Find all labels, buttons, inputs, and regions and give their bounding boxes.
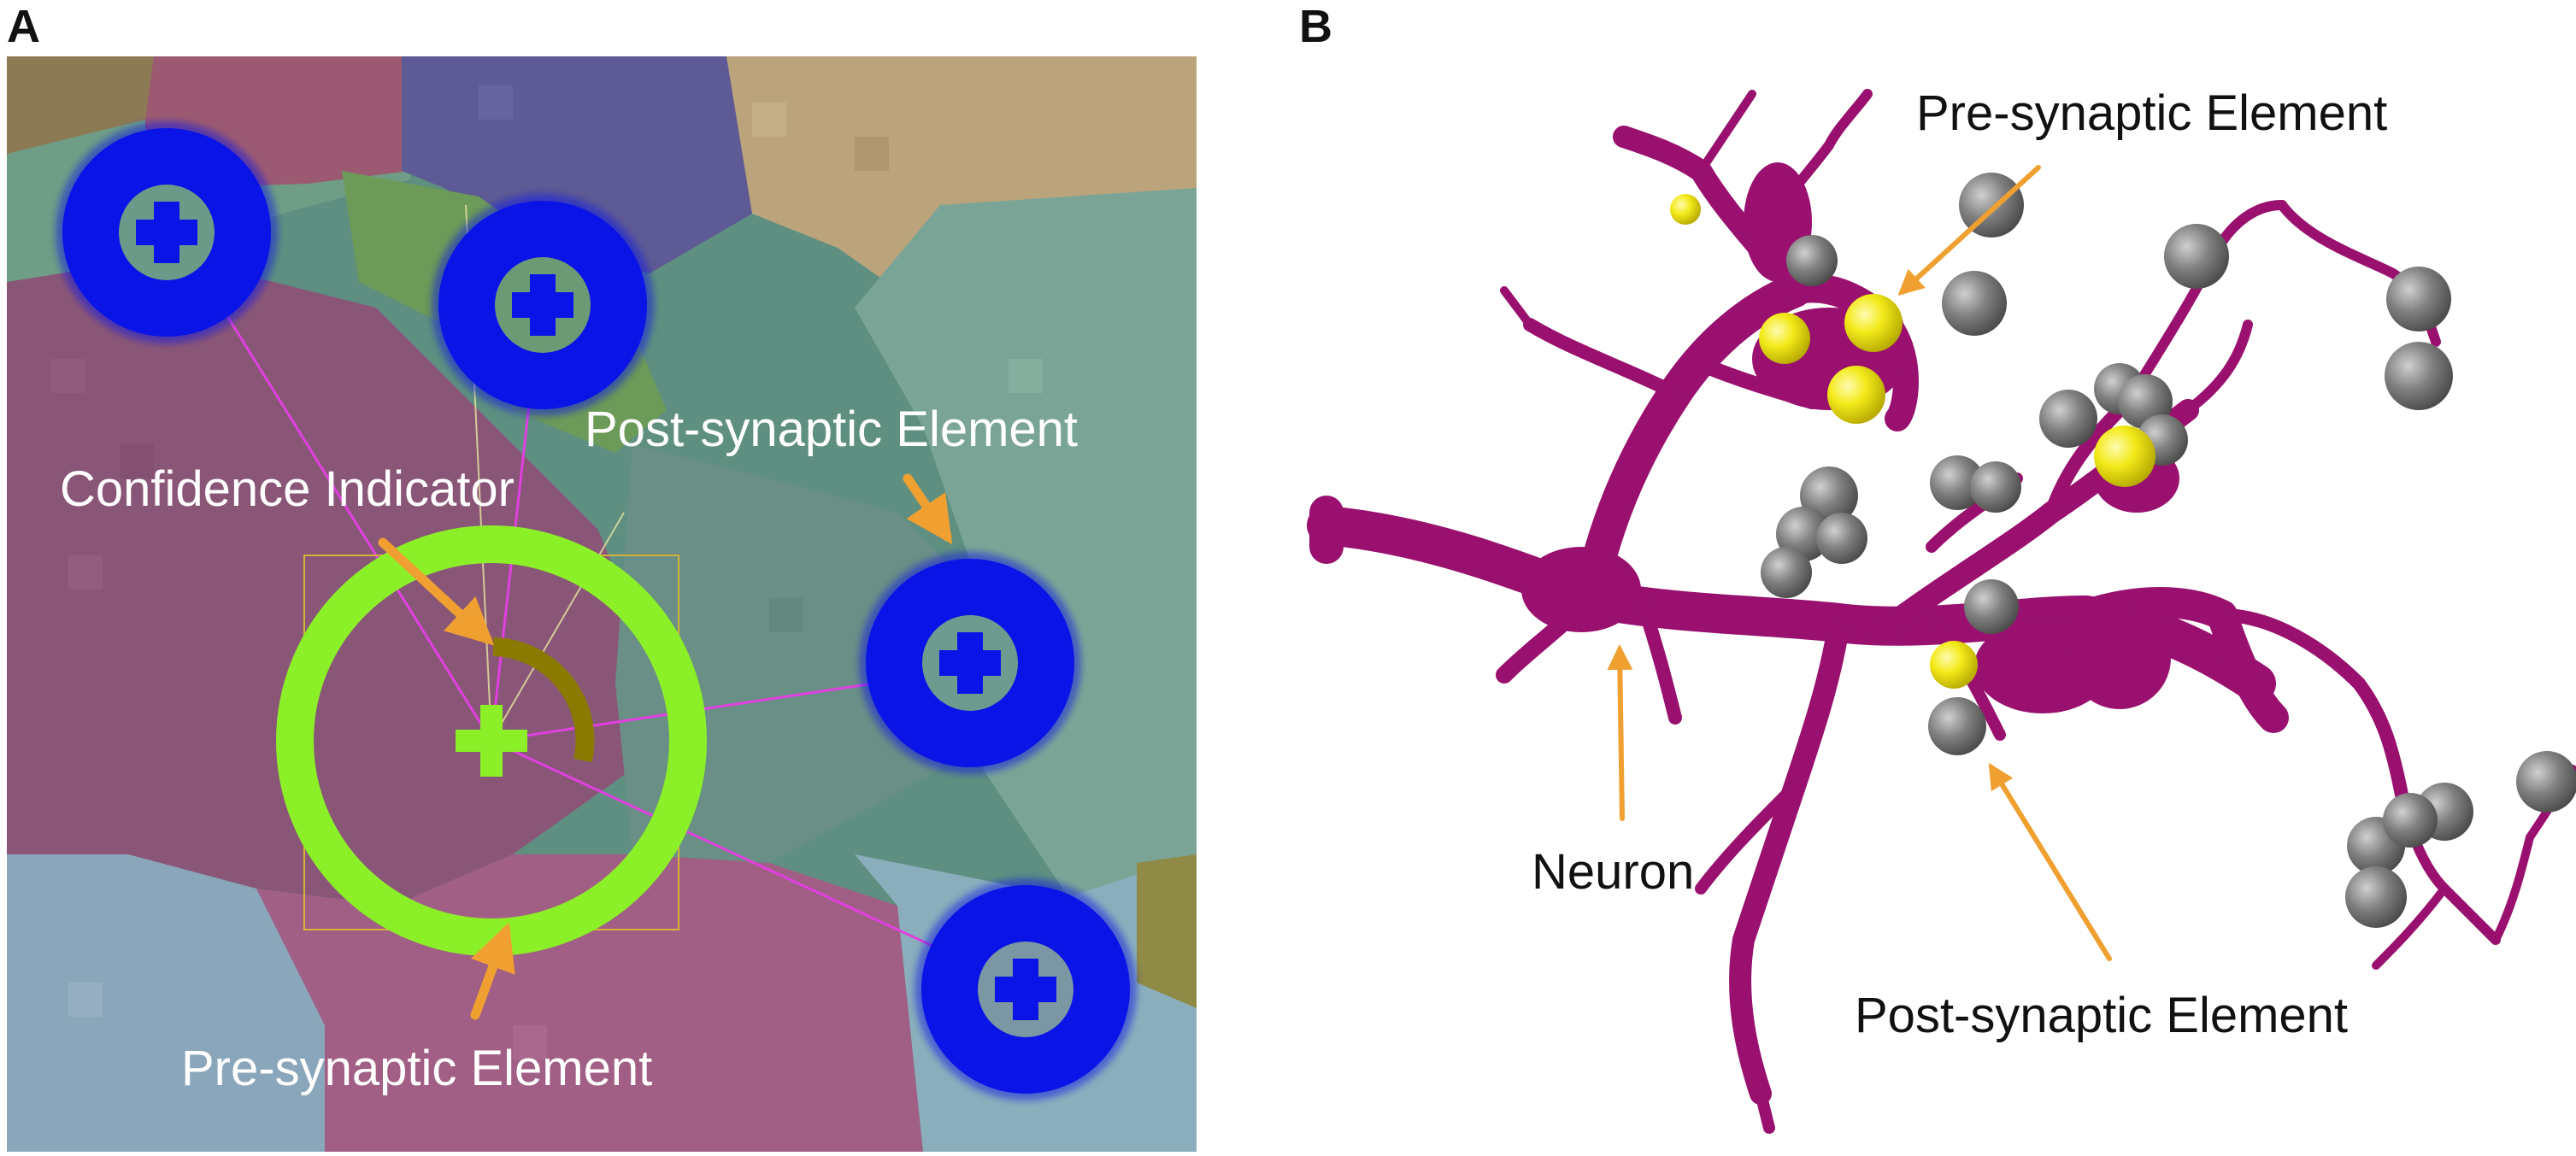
panel-a-annotation-arrows — [378, 473, 953, 1020]
post-synaptic-arrow-b — [1988, 762, 2112, 961]
post-synaptic-markers — [56, 121, 1137, 1100]
plus-icon — [136, 202, 197, 263]
post-synaptic-marker-2[interactable] — [432, 194, 654, 416]
panel-a-segmentation-view: Confidence Indicator Post-synaptic Eleme… — [7, 56, 1197, 1152]
neuron-arrow — [1607, 644, 1633, 821]
confidence-indicator-label: Confidence Indicator — [60, 461, 515, 517]
pre-synaptic-spheres — [1670, 194, 2155, 689]
post-synaptic-marker-3[interactable] — [859, 552, 1081, 774]
panel-b-annotation-arrows — [1607, 165, 2112, 961]
pre-synaptic-label-b: Pre-synaptic Element — [1916, 85, 2387, 141]
pre-synaptic-cross-icon — [456, 705, 527, 777]
confidence-arc — [492, 637, 595, 763]
panel-b-letter: B — [1299, 1, 1332, 52]
pre-synaptic-arrow — [470, 922, 515, 1020]
post-synaptic-arrow — [903, 473, 953, 545]
panel-a-letter: A — [7, 1, 40, 52]
post-synaptic-marker-1[interactable] — [56, 121, 278, 343]
post-synaptic-label-b: Post-synaptic Element — [1855, 988, 2348, 1043]
confidence-arrow — [378, 537, 495, 646]
plus-icon — [995, 959, 1056, 1020]
plus-icon — [512, 274, 573, 336]
post-synaptic-label-a: Post-synaptic Element — [585, 402, 1078, 457]
post-synaptic-marker-4[interactable] — [915, 878, 1137, 1100]
neuron-label: Neuron — [1532, 844, 1694, 900]
post-synaptic-spheres — [1761, 173, 2576, 928]
panel-b-3d-reconstruction: Pre-synaptic Element Neuron Post-synapti… — [1307, 85, 2576, 1134]
plus-icon — [939, 632, 1001, 694]
pre-synaptic-label-a: Pre-synaptic Element — [181, 1041, 652, 1096]
pre-synaptic-arrow-b — [1897, 165, 2041, 296]
